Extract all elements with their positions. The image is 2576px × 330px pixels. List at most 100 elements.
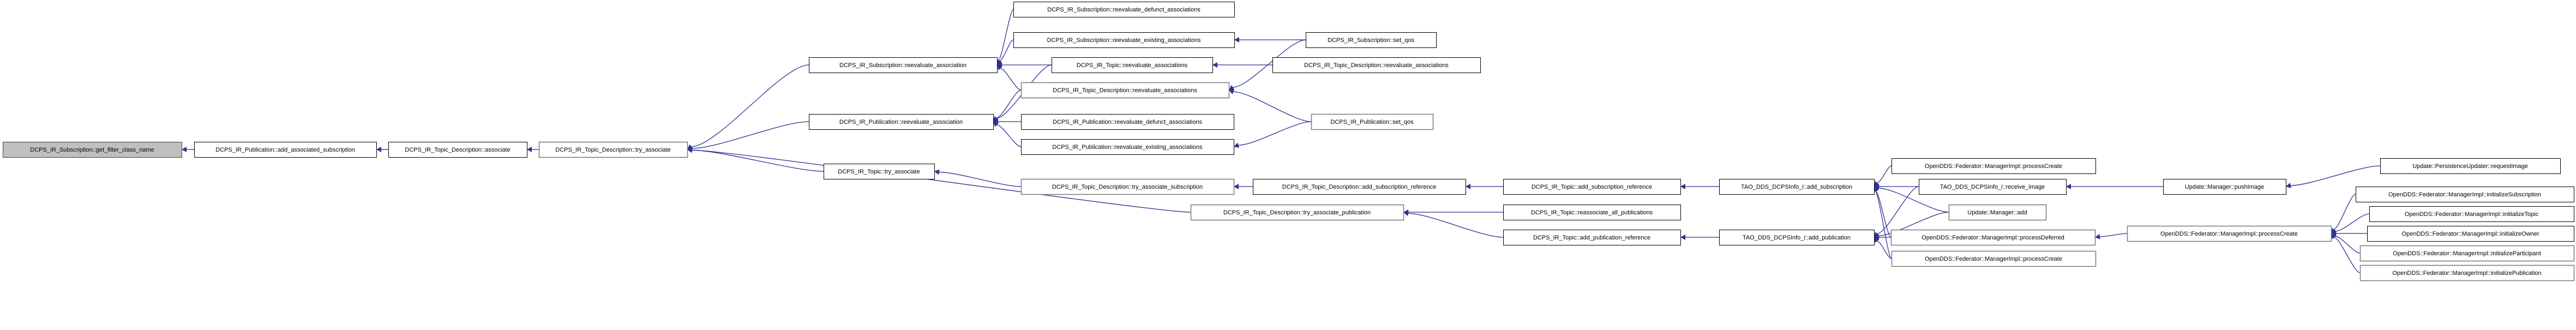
graph-node[interactable]: Update::Manager::add (1948, 204, 2047, 221)
graph-node-box[interactable] (1919, 179, 2067, 195)
graph-node-box[interactable] (1719, 179, 1875, 195)
graph-node-box[interactable] (1013, 32, 1235, 48)
graph-node-box[interactable] (1306, 32, 1437, 48)
graph-node[interactable]: DCPS_IR_Publication::reevaluate_associat… (809, 114, 994, 130)
graph-edge-arrowhead (182, 147, 187, 152)
graph-node-box[interactable] (824, 164, 935, 179)
graph-node-box[interactable] (1021, 114, 1234, 130)
graph-node-box[interactable] (1719, 230, 1875, 245)
graph-node-box[interactable] (2380, 158, 2561, 174)
graph-node[interactable]: OpenDDS::Federator::ManagerImpl::initial… (2367, 226, 2574, 242)
graph-node-box[interactable] (1052, 57, 1213, 73)
graph-node[interactable]: DCPS_IR_Topic::add_publication_reference (1503, 230, 1681, 245)
graph-node[interactable]: Update::Manager::pushImage (2163, 179, 2286, 195)
graph-node-box[interactable] (2359, 265, 2575, 281)
graph-node-box[interactable] (2359, 245, 2575, 262)
graph-node-box[interactable] (1253, 179, 1466, 195)
graph-node-box[interactable] (1503, 179, 1681, 195)
graph-edge (2335, 236, 2361, 254)
graph-node[interactable]: DCPS_IR_Topic::add_subscription_referenc… (1503, 179, 1681, 195)
graph-node[interactable]: DCPS_IR_Subscription::reevaluate_associa… (809, 57, 998, 73)
graph-node[interactable]: OpenDDS::Federator::ManagerImpl::initial… (2369, 206, 2574, 222)
graph-node[interactable]: DCPS_IR_Topic::reassociate_all_publicati… (1503, 205, 1681, 220)
graph-node[interactable]: DCPS_IR_Topic_Description::add_subscript… (1253, 179, 1466, 195)
graph-node[interactable]: DCPS_IR_Subscription::set_qos (1306, 32, 1437, 48)
graph-node[interactable]: OpenDDS::Federator::ManagerImpl::process… (2127, 225, 2332, 242)
graph-edge-arrowhead (1680, 184, 1685, 189)
graph-node-box[interactable] (2367, 226, 2574, 242)
graph-node[interactable]: DCPS_IR_Subscription::get_filter_class_n… (3, 142, 182, 158)
graph-node[interactable]: DCPS_IR_Publication::reevaluate_existing… (1021, 139, 1234, 155)
graph-node[interactable]: DCPS_IR_Subscription::reevaluate_existin… (1013, 32, 1235, 48)
graph-node-label: OpenDDS::Federator::ManagerImpl::initial… (2392, 270, 2541, 277)
graph-edge-arrowhead (1234, 142, 1240, 148)
graph-node[interactable]: DCPS_IR_Topic_Description::try_associate… (1190, 204, 1404, 221)
graph-edge (2334, 237, 2361, 273)
graph-node-label: DCPS_IR_Subscription::reevaluate_defunct… (1047, 7, 1200, 13)
graph-node-box[interactable] (1503, 230, 1681, 245)
graph-node[interactable]: OpenDDS::Federator::ManagerImpl::process… (1891, 250, 2097, 267)
graph-node-label: DCPS_IR_Publication::reevaluate_associat… (839, 119, 963, 125)
graph-node-box[interactable] (1892, 158, 2096, 174)
graph-edge (1408, 213, 1504, 238)
graph-node[interactable]: DCPS_IR_Topic_Description::reevaluate_as… (1020, 82, 1230, 99)
graph-edge-arrowhead (1874, 237, 1880, 243)
graph-node[interactable]: DCPS_IR_Topic::reevaluate_associations (1052, 57, 1213, 73)
graph-node-box[interactable] (1020, 82, 1230, 99)
graph-node-box[interactable] (194, 142, 377, 158)
graph-edge (1877, 165, 1892, 183)
graph-node[interactable]: DCPS_IR_Subscription::reevaluate_defunct… (1013, 2, 1235, 17)
graph-node-box[interactable] (809, 114, 994, 130)
node-layer: DCPS_IR_Subscription::get_filter_class_n… (3, 2, 2575, 281)
graph-edge (1000, 68, 1022, 91)
graph-node[interactable]: OpenDDS::Federator::ManagerImpl::initial… (2359, 245, 2575, 262)
graph-node-label: TAO_DDS_DCPSInfo_i::add_publication (1743, 235, 1851, 241)
graph-edge-arrowhead (2066, 184, 2071, 189)
graph-node-box[interactable] (1503, 205, 1681, 220)
graph-edge (1877, 241, 1892, 259)
graph-node-label: DCPS_IR_Publication::reevaluate_defunct_… (1053, 119, 1202, 125)
graph-node-box[interactable] (538, 141, 688, 158)
graph-node-box[interactable] (1891, 250, 2097, 267)
graph-node[interactable]: DCPS_IR_Publication::reevaluate_defunct_… (1021, 114, 1234, 130)
graph-node-label: DCPS_IR_Topic_Description::associate (405, 147, 510, 153)
graph-node-box[interactable] (809, 57, 998, 73)
graph-node[interactable]: DCPS_IR_Topic_Description::try_associate (538, 141, 688, 158)
graph-node[interactable]: OpenDDS::Federator::ManagerImpl::process… (1892, 158, 2096, 174)
graph-node-box[interactable] (388, 142, 527, 158)
graph-node-label: DCPS_IR_Publication::set_qos (1330, 119, 1414, 125)
graph-node[interactable]: OpenDDS::Federator::ManagerImpl::initial… (2356, 187, 2574, 202)
graph-node-label: OpenDDS::Federator::ManagerImpl::initial… (2393, 250, 2541, 257)
graph-node-box[interactable] (2163, 179, 2286, 195)
graph-node-label: OpenDDS::Federator::ManagerImpl::process… (1925, 256, 2062, 262)
graph-node[interactable]: DCPS_IR_Topic_Description::associate (388, 142, 527, 158)
graph-node-box[interactable] (1948, 204, 2047, 221)
graph-node[interactable]: DCPS_IR_Topic_Description::try_associate… (1020, 178, 1235, 195)
graph-node[interactable]: DCPS_IR_Topic::try_associate (824, 164, 935, 179)
graph-node[interactable]: TAO_DDS_DCPSInfo_i::add_publication (1719, 230, 1875, 245)
graph-node[interactable]: DCPS_IR_Publication::set_qos (1311, 113, 1434, 130)
graph-node[interactable]: DCPS_IR_Publication::add_associated_subs… (194, 142, 377, 158)
graph-edge (939, 171, 1022, 187)
graph-node-box[interactable] (1311, 113, 1434, 130)
graph-node[interactable]: TAO_DDS_DCPSInfo_i::receive_image (1919, 179, 2067, 195)
graph-node[interactable]: Update::PersistenceUpdater::requestImage (2380, 158, 2561, 174)
graph-node-box[interactable] (1190, 204, 1404, 221)
graph-node-label: DCPS_IR_Topic::add_publication_reference (1533, 235, 1650, 241)
graph-node[interactable]: DCPS_IR_Topic_Description::reevaluate_as… (1272, 57, 1481, 73)
graph-node-label: OpenDDS::Federator::ManagerImpl::process… (1922, 235, 2064, 241)
graph-node-box[interactable] (1021, 139, 1234, 155)
graph-node-box[interactable] (2369, 206, 2574, 222)
graph-edge (2335, 213, 2370, 232)
graph-node-box[interactable] (1890, 229, 2096, 246)
graph-node[interactable]: OpenDDS::Federator::ManagerImpl::process… (1890, 229, 2096, 246)
graph-node[interactable]: OpenDDS::Federator::ManagerImpl::initial… (2359, 265, 2575, 281)
graph-node-box[interactable] (2356, 187, 2574, 202)
graph-node-box[interactable] (3, 142, 182, 158)
graph-node-box[interactable] (1013, 2, 1235, 17)
graph-node[interactable]: TAO_DDS_DCPSInfo_i::add_subscription (1719, 179, 1875, 195)
graph-node-box[interactable] (2127, 225, 2332, 242)
graph-node-box[interactable] (1020, 178, 1235, 195)
graph-node-box[interactable] (1272, 57, 1481, 73)
